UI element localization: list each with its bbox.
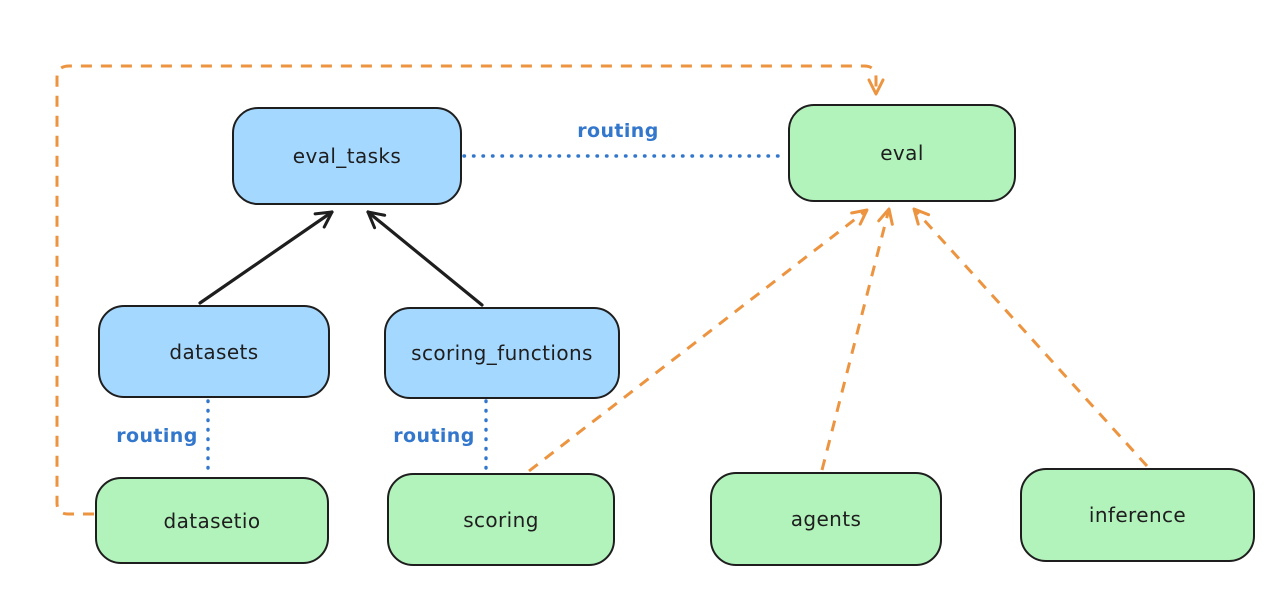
- node-datasets: datasets: [98, 305, 330, 398]
- node-datasetio-label: datasetio: [163, 508, 261, 533]
- node-eval-tasks-label: eval_tasks: [292, 144, 402, 168]
- node-agents-label: agents: [790, 507, 862, 531]
- routing-label-eval-tasks-eval: routing: [577, 120, 659, 142]
- node-datasets-label: datasets: [169, 339, 259, 364]
- node-inference-label: inference: [1088, 503, 1187, 527]
- routing-label-datasets-datasetio: routing: [116, 425, 198, 447]
- edge-inference-to-eval: [912, 207, 1149, 468]
- node-scoring-label: scoring: [463, 507, 539, 532]
- edge-scoring-functions-to-eval-tasks: [366, 210, 484, 307]
- edge-agents-to-eval: [820, 207, 894, 471]
- node-inference: inference: [1020, 468, 1255, 562]
- node-datasetio: datasetio: [95, 477, 329, 564]
- node-eval: eval: [788, 104, 1016, 202]
- node-scoring: scoring: [387, 473, 615, 566]
- node-agents: agents: [710, 472, 942, 566]
- node-scoring-functions: scoring_functions: [384, 307, 620, 399]
- routing-label-scoring-functions-scoring: routing: [393, 425, 475, 447]
- node-eval-tasks: eval_tasks: [232, 107, 462, 205]
- node-eval-label: eval: [880, 141, 924, 165]
- node-scoring-functions-label: scoring_functions: [411, 341, 593, 365]
- edge-datasets-to-eval-tasks: [198, 210, 334, 305]
